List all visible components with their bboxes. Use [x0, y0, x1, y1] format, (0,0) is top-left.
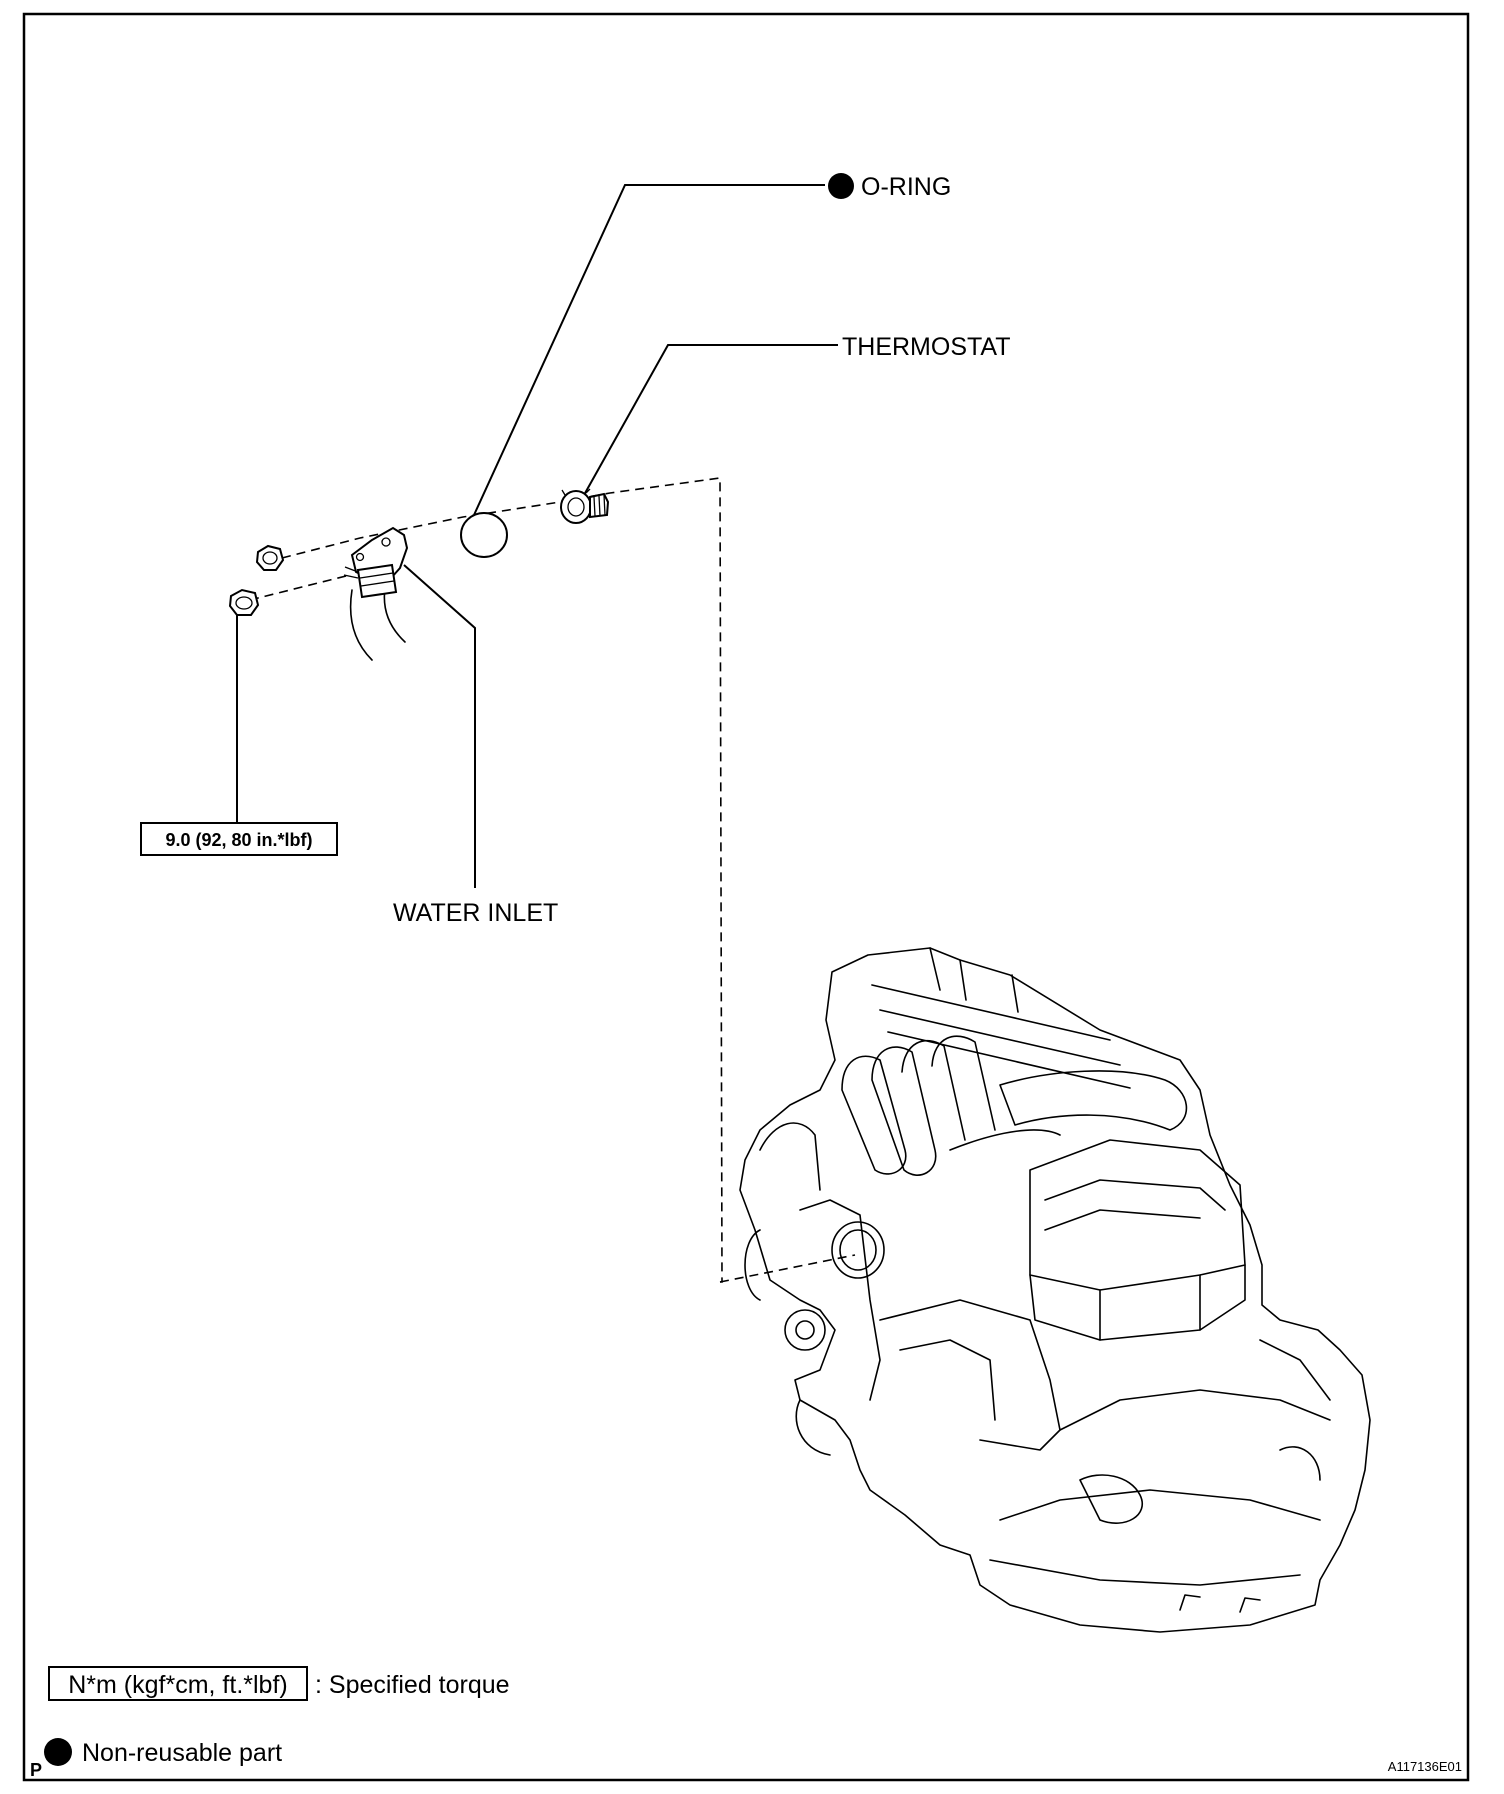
nut-lower	[228, 588, 260, 616]
callout-o-ring: O-RING	[473, 173, 951, 516]
non-reusable-icon	[828, 173, 854, 199]
water-inlet-part	[343, 526, 409, 661]
figure-id: A117136E01	[1388, 1759, 1462, 1774]
callout-torque: 9.0 (92, 80 in.*lbf)	[140, 612, 338, 856]
o-ring-label: O-RING	[861, 173, 951, 201]
diagram-border	[22, 12, 1470, 1782]
callout-thermostat: THERMOSTAT	[583, 333, 1011, 496]
legend-torque-box	[48, 1666, 308, 1701]
assembly-axis-lines	[249, 477, 856, 1283]
torque-value: 9.0 (92, 80 in.*lbf)	[165, 830, 312, 850]
engine-assembly-illustration	[739, 947, 1371, 1633]
torque-value-box	[140, 822, 338, 856]
water-inlet-label: WATER INLET	[393, 899, 558, 927]
callout-water-inlet: WATER INLET	[393, 564, 558, 927]
nut-upper	[255, 544, 285, 571]
legend-non-reusable-text: Non-reusable part	[82, 1739, 282, 1767]
legend: N*m (kgf*cm, ft.*lbf) : Specified torque…	[44, 1666, 510, 1767]
o-ring-part	[460, 512, 508, 558]
thermostat-part	[560, 488, 610, 524]
legend-torque-description: : Specified torque	[315, 1671, 510, 1699]
corner-letter: P	[30, 1760, 42, 1780]
thermostat-label: THERMOSTAT	[842, 333, 1011, 361]
legend-torque-units: N*m (kgf*cm, ft.*lbf)	[68, 1671, 287, 1699]
legend-non-reusable-icon	[44, 1738, 72, 1766]
